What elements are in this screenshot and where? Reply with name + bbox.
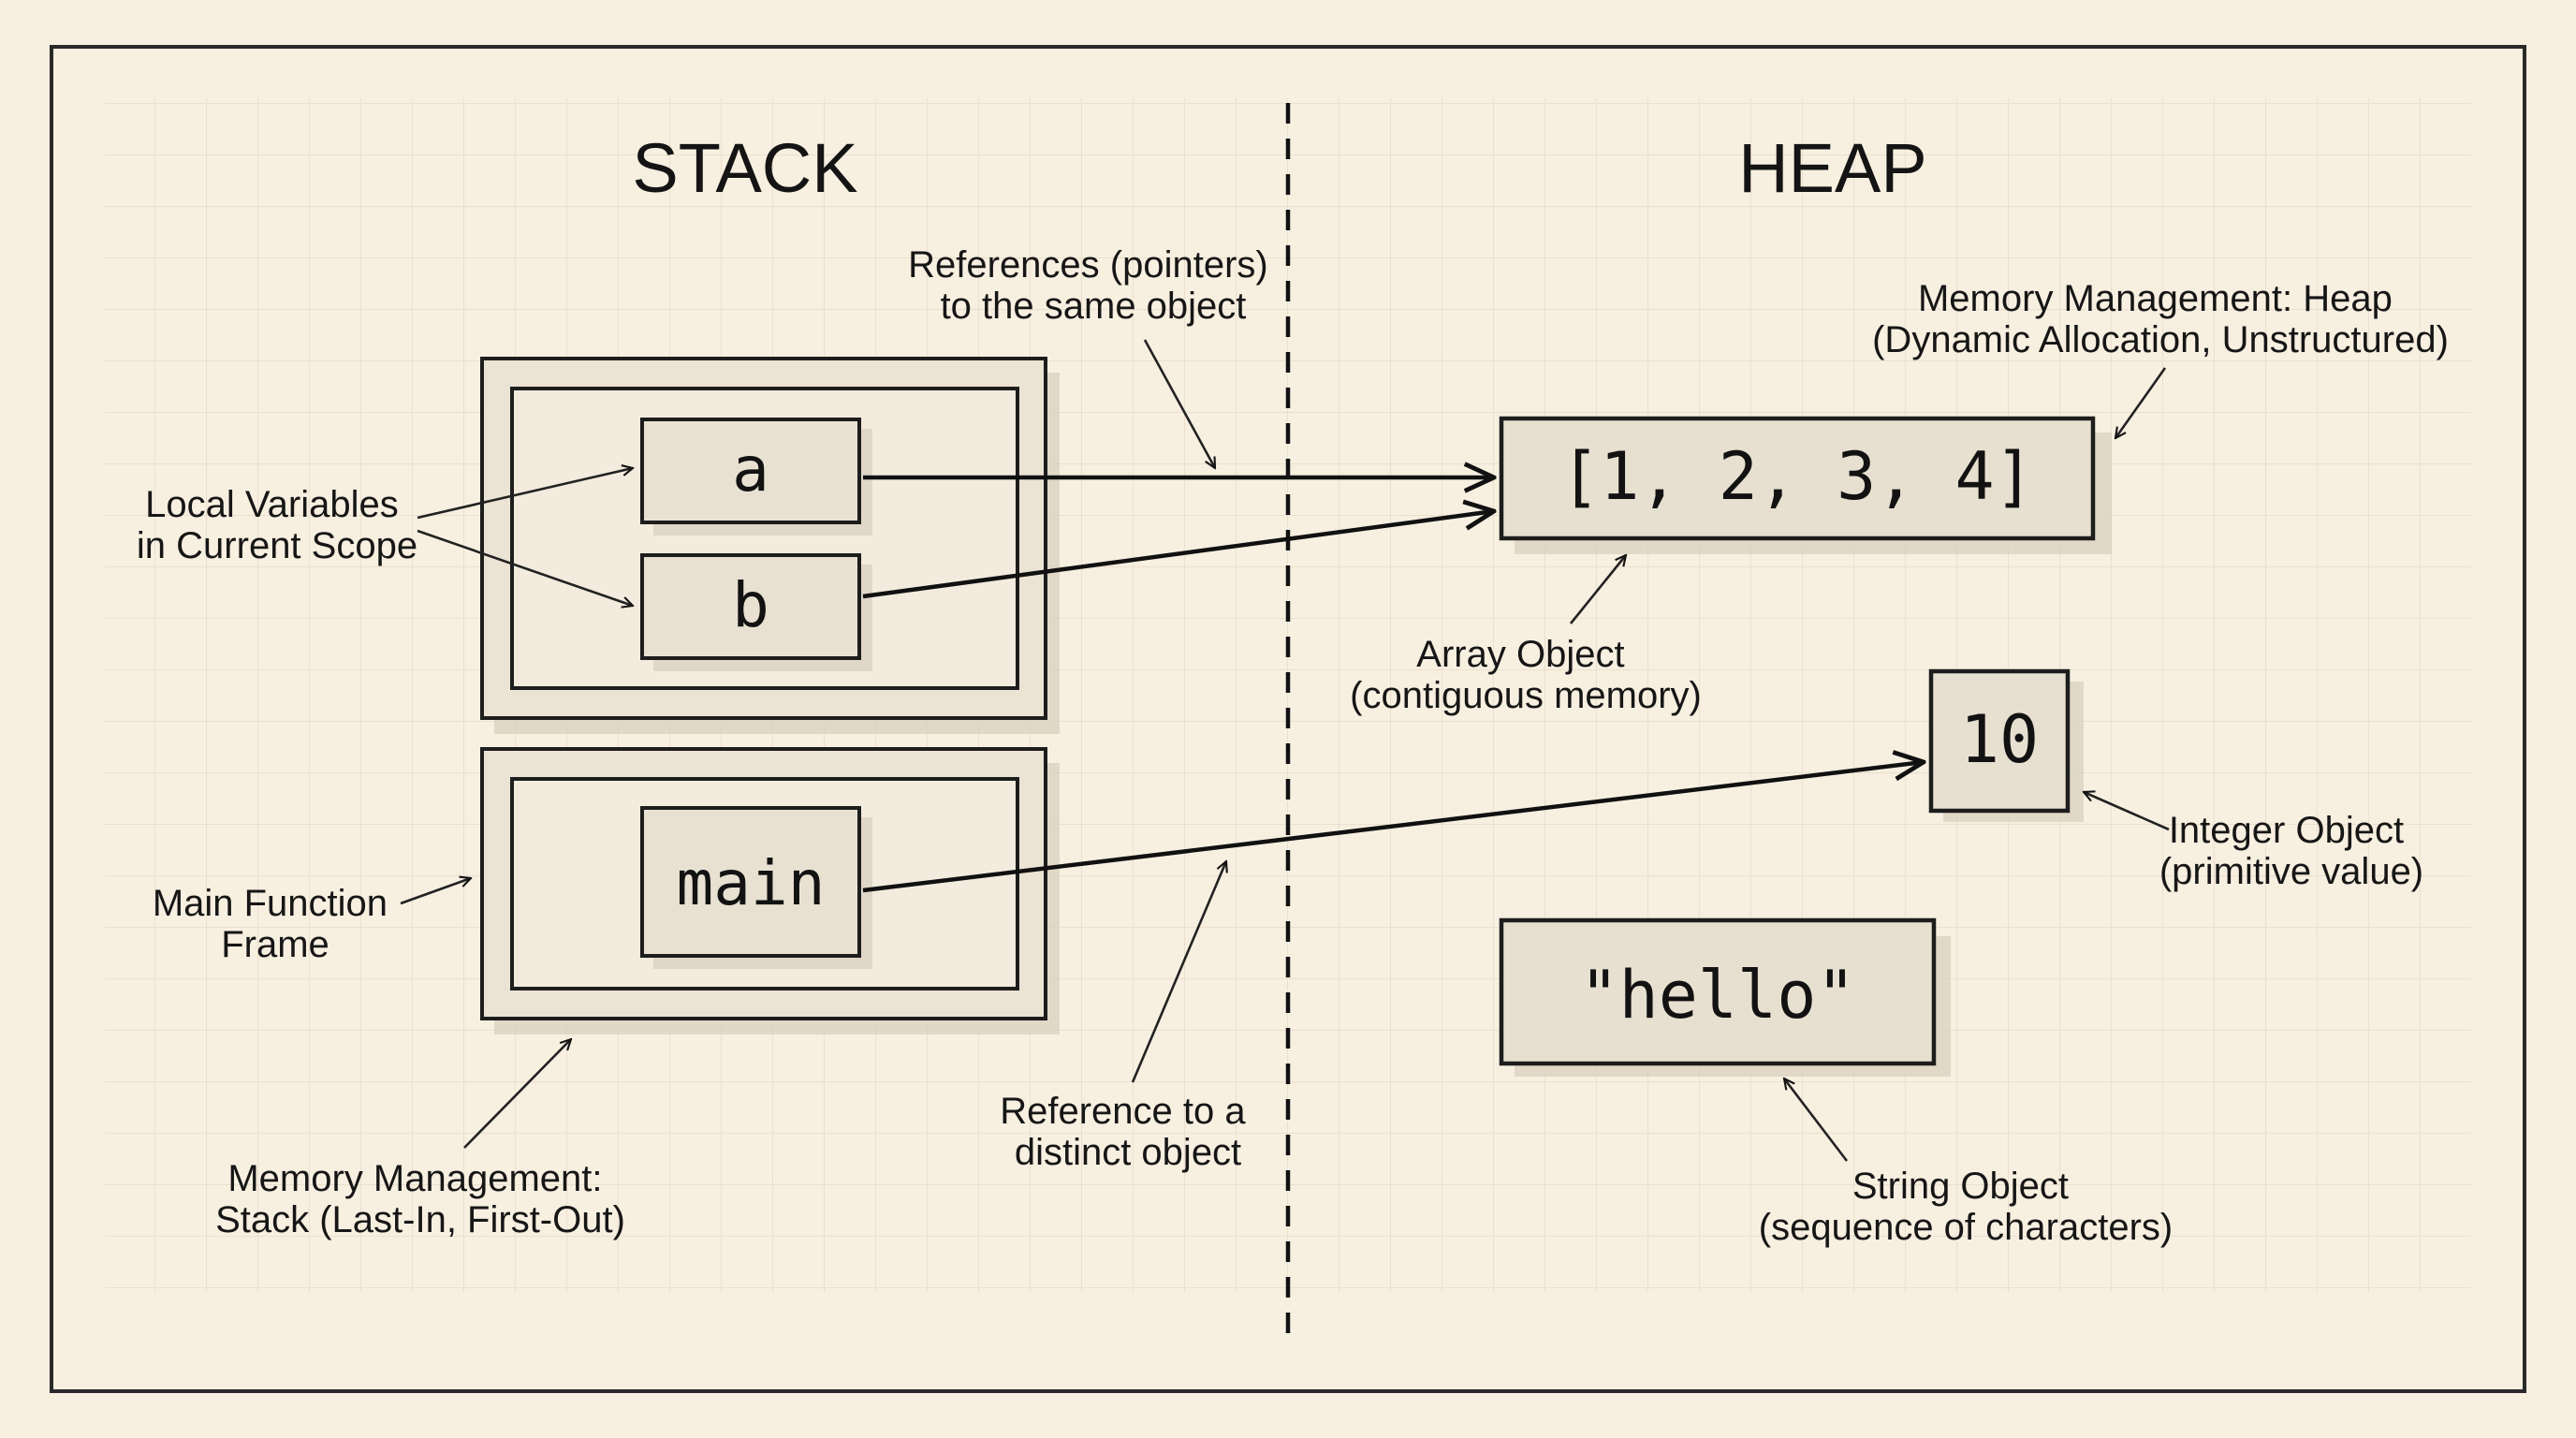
variable-b-box[interactable]: b: [640, 553, 872, 671]
stack-memory-management-label: Memory Management: Stack (Last-In, First…: [215, 1158, 625, 1240]
reference-arrow-main: [862, 762, 1924, 893]
current-scope-frame: [480, 357, 1060, 734]
pointer-local-vars-a: [417, 468, 633, 520]
array-object-label: Array Object (contiguous memory): [1350, 634, 1702, 716]
integer-object-box[interactable]: 10: [1928, 668, 2084, 822]
array-object-value: [1, 2, 3, 4]: [1560, 438, 2034, 515]
pointer-distinct-ref: [1131, 861, 1226, 1083]
pointer-string-obj: [1784, 1078, 1849, 1162]
pointer-stack-mgmt: [463, 1039, 571, 1149]
integer-object-value: 10: [1960, 701, 2039, 778]
variable-main-label: main: [677, 847, 826, 919]
stack-title: STACK: [632, 129, 857, 207]
variable-a-label: a: [732, 433, 769, 506]
array-object-box[interactable]: [1, 2, 3, 4]: [1499, 416, 2112, 554]
variable-b-label: b: [732, 569, 769, 641]
integer-object-label: Integer Object (primitive value): [2159, 810, 2423, 892]
pointer-local-vars-b: [417, 529, 633, 606]
string-object-label: String Object (sequence of characters): [1759, 1166, 2173, 1248]
main-function-frame: [480, 747, 1060, 1034]
string-object-box[interactable]: "hello": [1499, 917, 1951, 1077]
reference-arrow-b: [862, 511, 1494, 599]
pointer-main-frame: [400, 878, 471, 905]
pointer-array-obj: [1569, 555, 1626, 624]
variable-main-box[interactable]: main: [640, 806, 872, 969]
same-object-references-label: References (pointers) to the same object: [908, 244, 1279, 327]
diagram-border: [50, 45, 2526, 1393]
distinct-object-reference-label: Reference to a distinct object: [1000, 1091, 1256, 1173]
pointer-int-obj: [2084, 792, 2170, 831]
pointer-heap-mgmt: [2115, 367, 2167, 438]
heap-title: HEAP: [1738, 129, 1927, 207]
main-function-frame-label: Main Function Frame: [153, 883, 398, 965]
pointer-same-ref: [1143, 339, 1217, 468]
variable-a-box[interactable]: a: [640, 418, 872, 536]
string-object-value: "hello": [1579, 957, 1855, 1034]
local-variables-label: Local Variables in Current Scope: [137, 484, 417, 566]
heap-memory-management-label: Memory Management: Heap (Dynamic Allocat…: [1872, 278, 2449, 360]
